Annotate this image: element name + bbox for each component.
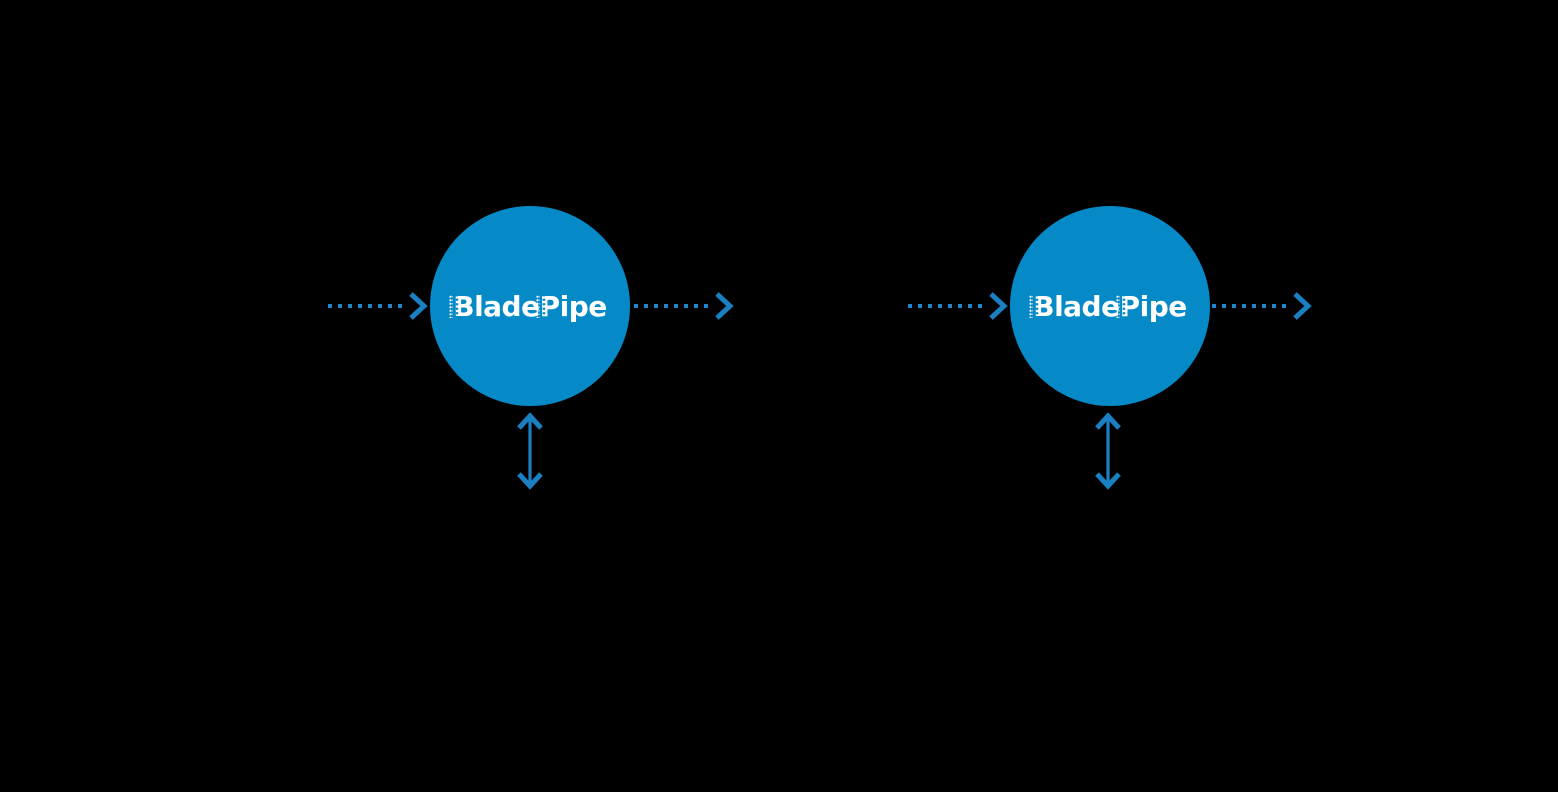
bladepipe-node: BladePipe (1010, 206, 1210, 406)
logo-text-part: B (1029, 289, 1055, 323)
dotted-line (328, 304, 405, 308)
logo-text-part: P (1115, 289, 1140, 323)
left-outbound-dotted-arrow (634, 291, 734, 321)
dotted-line (1212, 304, 1289, 308)
bladepipe-node: BladePipe (430, 206, 630, 406)
left-inbound-dotted-arrow (328, 291, 428, 321)
logo-text-part: lade (1054, 289, 1120, 323)
logo-text-part: B (449, 289, 475, 323)
bladepipe-logo: BladePipe (449, 289, 608, 323)
chevron-right-icon (989, 292, 1008, 320)
logo-text-part: P (535, 289, 560, 323)
chevron-right-icon (715, 292, 734, 320)
bladepipe-logo: BladePipe (1029, 289, 1188, 323)
chevron-right-icon (409, 292, 428, 320)
logo-text-part: ipe (1139, 289, 1188, 323)
vertical-double-arrow-icon (1095, 412, 1121, 490)
dotted-line (634, 304, 711, 308)
logo-text-part: ipe (559, 289, 608, 323)
logo-text-part: lade (474, 289, 540, 323)
dotted-line (908, 304, 985, 308)
right-outbound-dotted-arrow (1212, 291, 1312, 321)
chevron-right-icon (1293, 292, 1312, 320)
vertical-double-arrow-icon (517, 412, 543, 490)
right-inbound-dotted-arrow (908, 291, 1008, 321)
